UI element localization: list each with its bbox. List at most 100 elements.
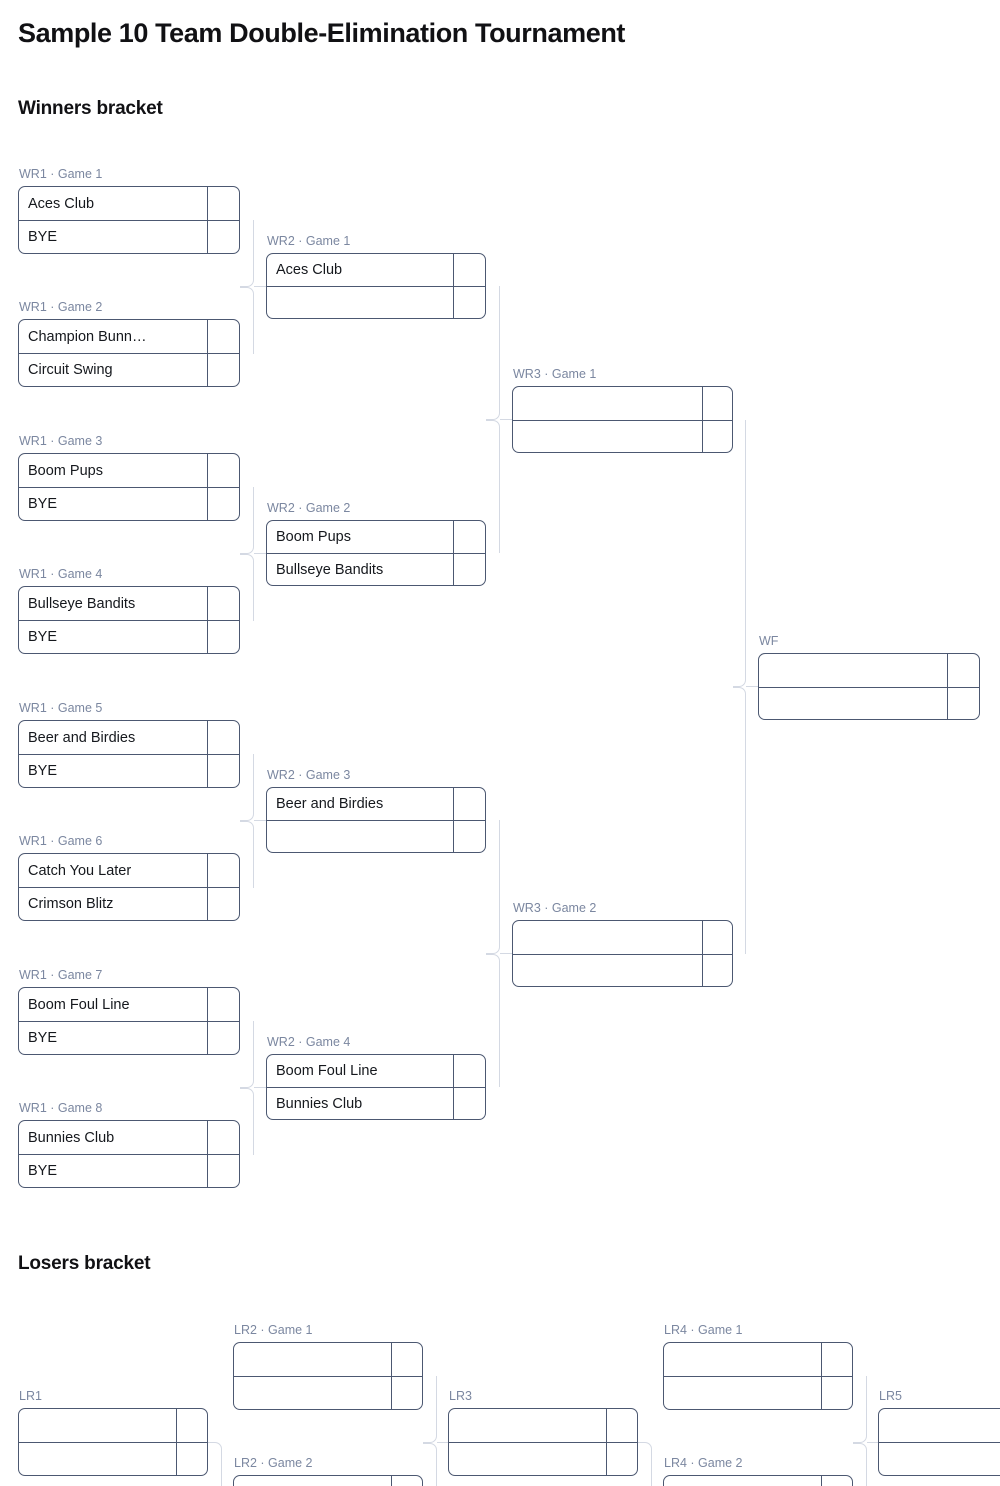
match-slot[interactable]: Catch You Later (19, 854, 239, 887)
match-box[interactable]: Boom Pups BYE (18, 453, 240, 521)
match-label: WR1 · Game 2 (19, 300, 103, 314)
match-slot[interactable]: Crimson Blitz (19, 887, 239, 920)
team-score (207, 187, 239, 220)
match-box[interactable]: Aces Club BYE (18, 186, 240, 254)
match-slot[interactable] (513, 387, 732, 420)
match-slot[interactable] (449, 1409, 637, 1442)
match-label: WR3 · Game 1 (513, 367, 597, 381)
match-box[interactable] (878, 1408, 1000, 1476)
match-slot[interactable] (234, 1376, 422, 1409)
match-slot[interactable]: Beer and Birdies (267, 788, 485, 820)
match-box[interactable]: Beer and Birdies (266, 787, 486, 853)
match-slot[interactable]: BYE (19, 620, 239, 653)
team-score (702, 387, 732, 420)
match-slot[interactable]: Bunnies Club (267, 1087, 485, 1119)
match-box[interactable] (663, 1475, 853, 1486)
match-box[interactable]: Boom Foul Line Bunnies Club (266, 1054, 486, 1120)
match-slot[interactable]: BYE (19, 1021, 239, 1054)
match-label: WR2 · Game 1 (267, 234, 351, 248)
match-slot[interactable] (234, 1476, 422, 1486)
match-label: WR2 · Game 3 (267, 768, 351, 782)
match-slot[interactable]: Boom Pups (19, 454, 239, 487)
match-box[interactable] (758, 653, 980, 720)
match-slot[interactable]: BYE (19, 1154, 239, 1187)
match-slot[interactable] (19, 1442, 207, 1475)
match-box[interactable]: Bunnies Club BYE (18, 1120, 240, 1188)
match-slot[interactable] (664, 1343, 852, 1376)
team-score (207, 755, 239, 787)
match-slot[interactable] (664, 1376, 852, 1409)
match-box[interactable]: Champion Bunn… Circuit Swing (18, 319, 240, 387)
match-slot[interactable] (759, 654, 979, 687)
match-box[interactable] (18, 1408, 208, 1476)
team-name: Beer and Birdies (28, 729, 136, 746)
match-label: WF (759, 634, 779, 648)
match-box[interactable] (512, 386, 733, 453)
match-slot[interactable]: Boom Pups (267, 521, 485, 553)
match-slot[interactable]: BYE (19, 220, 239, 253)
team-name: Bunnies Club (28, 1129, 115, 1146)
match-box[interactable] (512, 920, 733, 987)
connector-lr2-g2 (423, 1443, 437, 1486)
match-box[interactable]: Aces Club (266, 253, 486, 319)
team-name: BYE (28, 1163, 58, 1179)
match-slot[interactable] (267, 286, 485, 318)
team-score (453, 254, 485, 286)
team-name: BYE (28, 1030, 58, 1046)
match-slot[interactable] (19, 1409, 207, 1442)
team-score (702, 420, 732, 452)
match-slot[interactable] (513, 921, 732, 954)
connector-wr2-g2 (486, 420, 500, 553)
match-slot[interactable] (449, 1442, 637, 1475)
match-label: WR1 · Game 8 (19, 1101, 103, 1115)
connector-wr2-g1 (486, 286, 500, 420)
match-slot[interactable]: Boom Foul Line (19, 988, 239, 1021)
match-slot[interactable] (267, 820, 485, 852)
match-box[interactable] (233, 1475, 423, 1486)
match-box[interactable]: Beer and Birdies BYE (18, 720, 240, 788)
match-box[interactable]: Catch You Later Crimson Blitz (18, 853, 240, 921)
team-name: Aces Club (28, 195, 95, 212)
match-slot[interactable]: Boom Foul Line (267, 1055, 485, 1087)
match-slot[interactable] (879, 1442, 1000, 1475)
match-slot[interactable] (664, 1476, 852, 1486)
match-box[interactable]: Boom Foul Line BYE (18, 987, 240, 1055)
match-label: WR1 · Game 6 (19, 834, 103, 848)
match-slot[interactable]: Aces Club (267, 254, 485, 286)
winners-bracket-heading: Winners bracket (18, 98, 163, 119)
team-score (207, 1121, 239, 1154)
match-label: WR2 · Game 2 (267, 501, 351, 515)
team-score (207, 221, 239, 253)
team-name: Aces Club (276, 262, 343, 278)
match-slot[interactable]: Bullseye Bandits (267, 553, 485, 585)
match-slot[interactable]: Aces Club (19, 187, 239, 220)
match-box[interactable] (233, 1342, 423, 1410)
team-score (453, 521, 485, 553)
match-slot[interactable]: Bullseye Bandits (19, 587, 239, 620)
match-slot[interactable]: BYE (19, 754, 239, 787)
match-label: WR2 · Game 4 (267, 1035, 351, 1049)
match-slot[interactable] (234, 1343, 422, 1376)
team-score (207, 354, 239, 386)
match-slot[interactable]: Bunnies Club (19, 1121, 239, 1154)
match-slot[interactable]: Circuit Swing (19, 353, 239, 386)
match-box[interactable]: Boom Pups Bullseye Bandits (266, 520, 486, 586)
match-slot[interactable]: BYE (19, 487, 239, 520)
match-box[interactable] (448, 1408, 638, 1476)
match-box[interactable]: Bullseye Bandits BYE (18, 586, 240, 654)
connector-wr1-g8 (240, 1088, 254, 1155)
connector-stem-wr2-g3 (254, 820, 266, 821)
match-slot[interactable] (513, 953, 732, 986)
match-slot[interactable] (759, 686, 979, 719)
match-slot[interactable] (513, 419, 732, 452)
team-name: Bunnies Club (276, 1095, 363, 1112)
team-name: BYE (28, 229, 58, 245)
team-score (606, 1443, 637, 1475)
match-slot[interactable]: Beer and Birdies (19, 721, 239, 754)
match-slot[interactable] (879, 1409, 1000, 1442)
match-slot[interactable]: Champion Bunn… (19, 320, 239, 353)
team-name: Bullseye Bandits (28, 595, 136, 612)
match-box[interactable] (663, 1342, 853, 1410)
team-score (947, 687, 979, 719)
team-score (453, 788, 485, 820)
